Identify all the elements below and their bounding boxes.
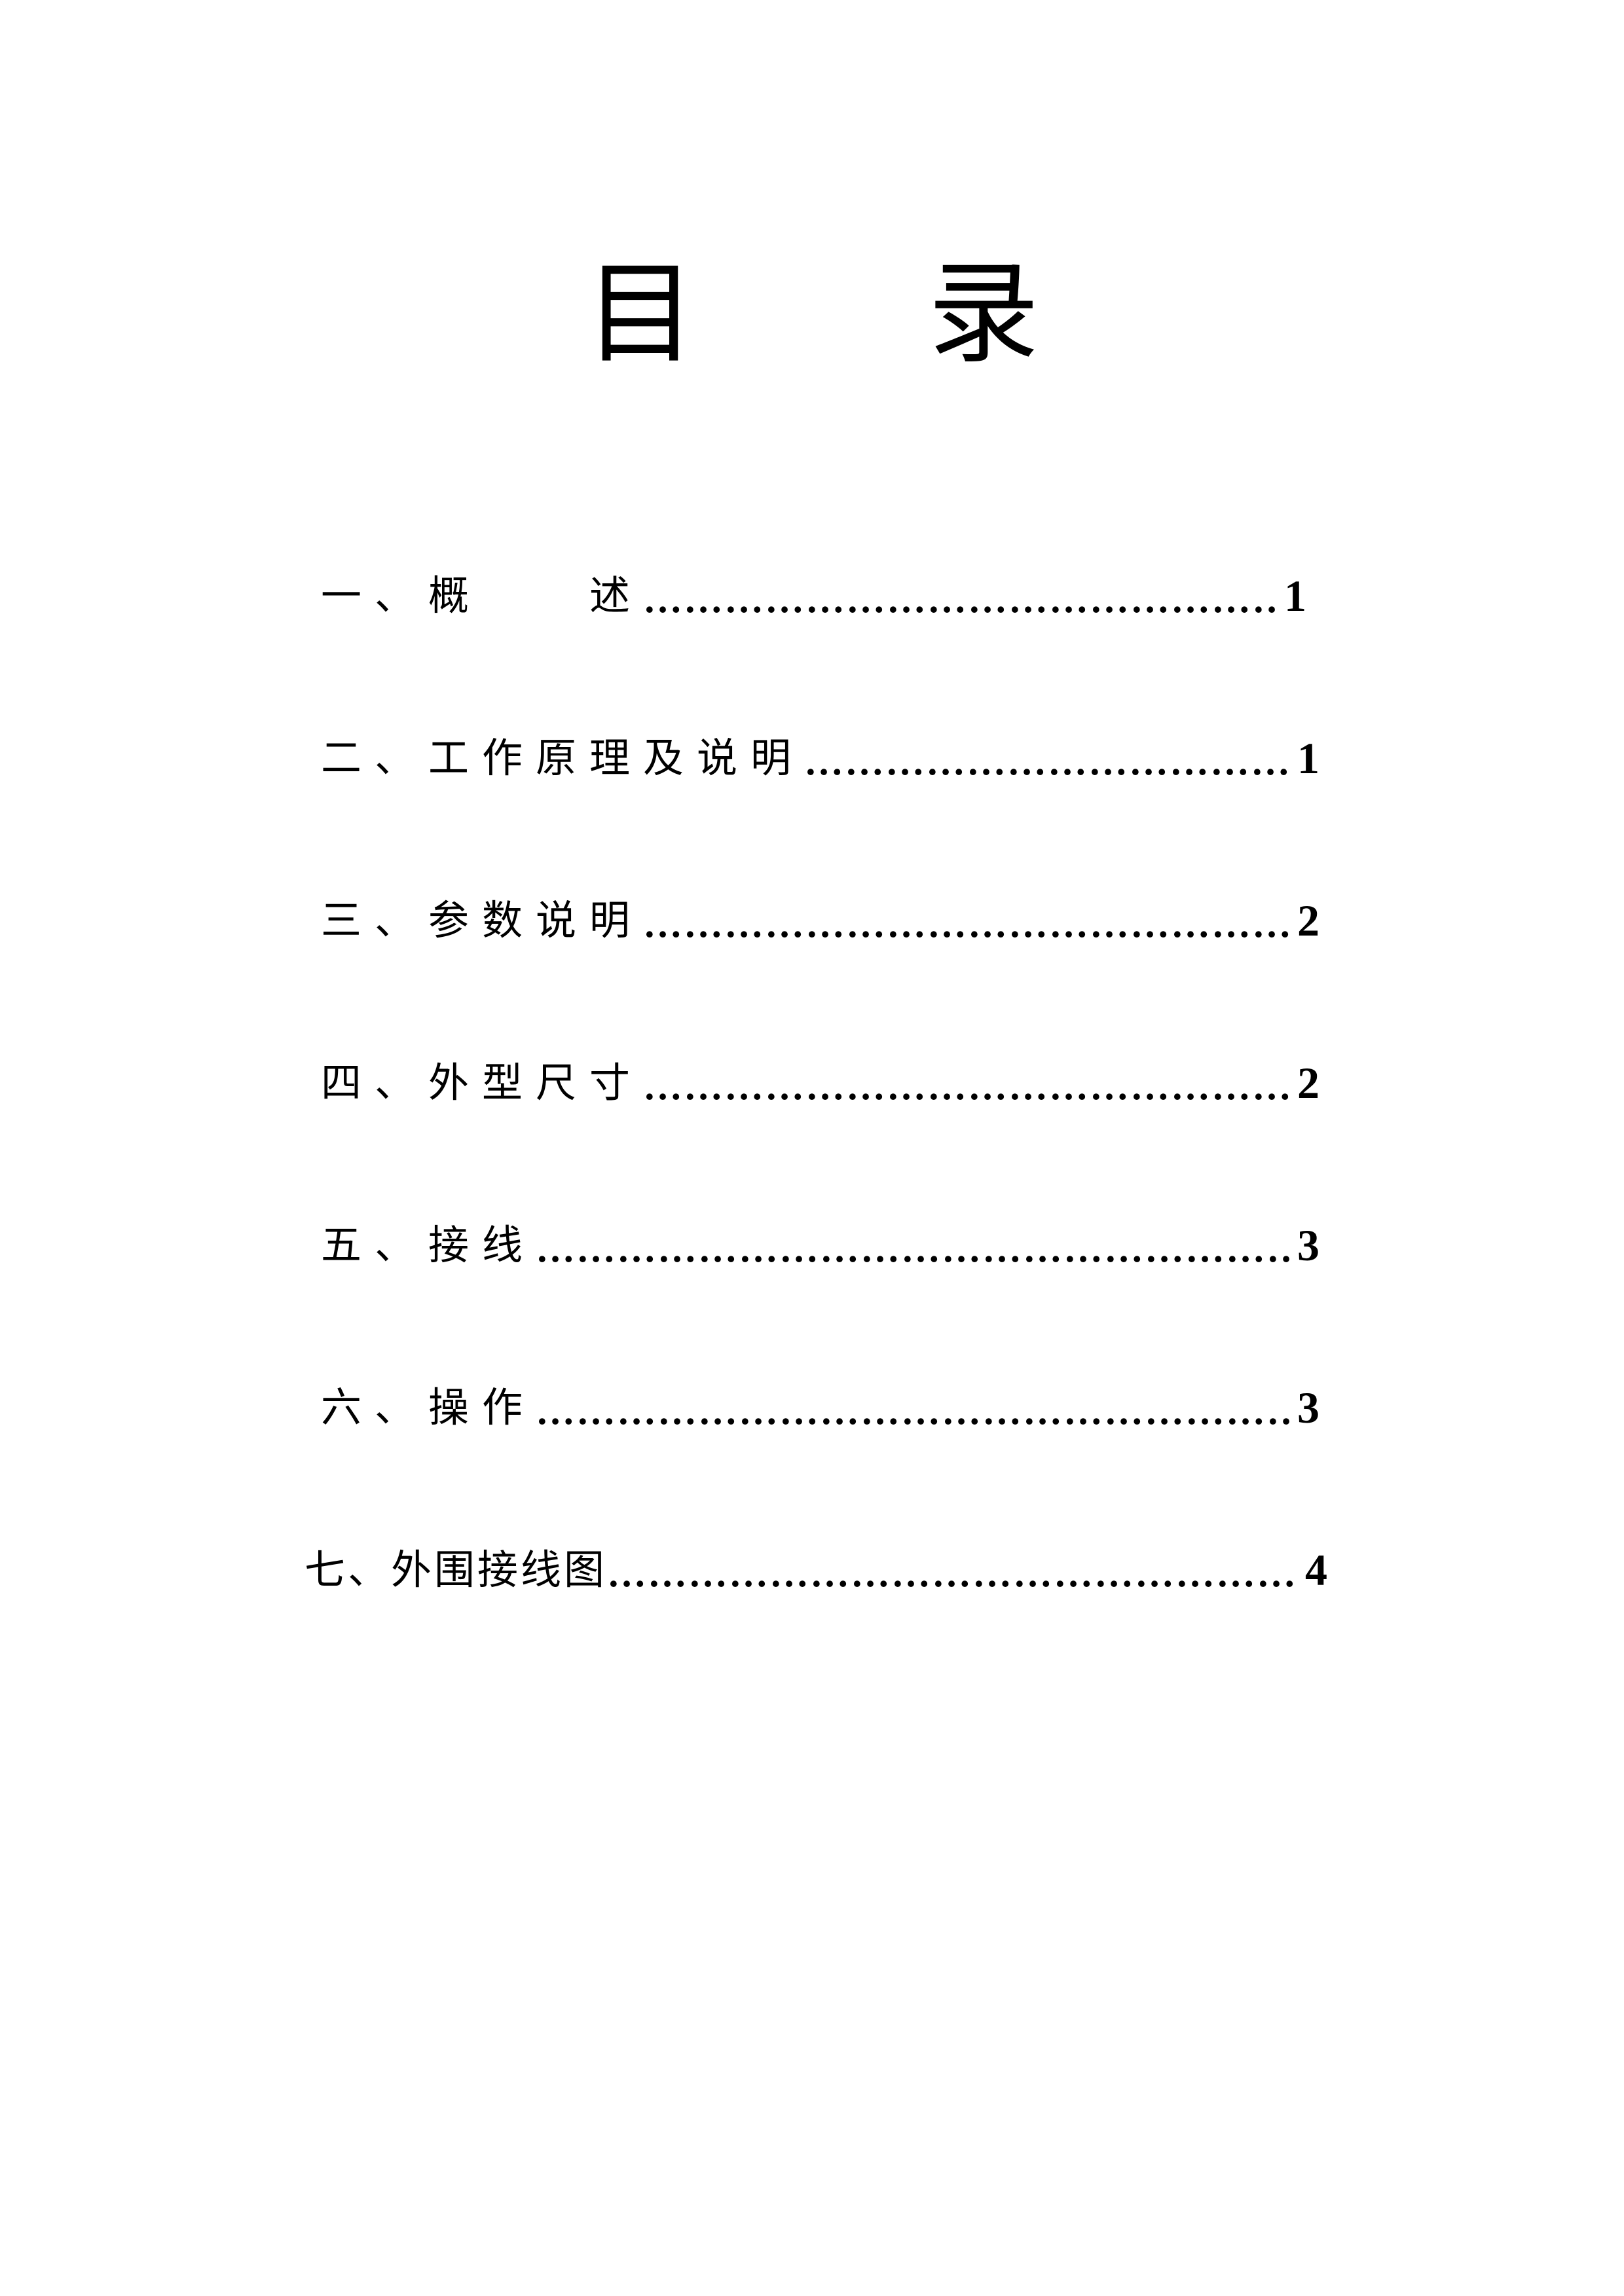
toc-entry-label: 四、外型尺寸 xyxy=(321,1059,644,1106)
toc-leader-dots: ………………………………………………………………………… xyxy=(536,1227,1292,1270)
toc-entry-label: 三、参数说明 xyxy=(321,896,644,944)
toc-entry-label: 五、接线 xyxy=(321,1221,536,1269)
toc-leader-dots: ………………………………………………………………………… xyxy=(536,1389,1292,1432)
toc-entry-4[interactable]: 四、外型尺寸 ………………………………………………………………………… 2 xyxy=(321,1050,1320,1116)
toc-page-number: 2 xyxy=(1297,1058,1320,1108)
toc-entry-label: 一、概 述 xyxy=(321,572,644,619)
toc-entry-label: 二、工作原理及说明 xyxy=(321,734,805,782)
toc-entry-2[interactable]: 二、工作原理及说明 ………………………………………………………………………… 1 xyxy=(321,725,1320,791)
toc-page-number: 1 xyxy=(1284,571,1306,621)
toc-entry-1[interactable]: 一、概 述 ………………………………………………………………………… 1 xyxy=(321,563,1306,629)
toc-entry-label: 六、操作 xyxy=(321,1383,536,1431)
toc-page-number: 3 xyxy=(1297,1220,1320,1270)
toc-leader-dots: ………………………………………………………………………… xyxy=(804,740,1292,783)
toc-page-number: 4 xyxy=(1305,1545,1327,1595)
toc-page-number: 1 xyxy=(1297,733,1320,783)
toc-page-number: 3 xyxy=(1297,1383,1320,1432)
toc-leader-dots: ………………………………………………………………………… xyxy=(607,1552,1300,1595)
toc-leader-dots: ………………………………………………………………………… xyxy=(643,1065,1292,1108)
toc-leader-dots: ………………………………………………………………………… xyxy=(643,577,1279,621)
toc-leader-dots: ………………………………………………………………………… xyxy=(643,902,1292,945)
toc-entry-5[interactable]: 五、接线 ………………………………………………………………………… 3 xyxy=(321,1212,1320,1278)
toc-entry-6[interactable]: 六、操作 ………………………………………………………………………… 3 xyxy=(321,1375,1320,1440)
toc-entry-7[interactable]: 七、外围接线图 ………………………………………………………………………… 4 xyxy=(304,1537,1327,1603)
toc-entry-3[interactable]: 三、参数说明 ………………………………………………………………………… 2 xyxy=(321,888,1320,953)
page-title: 目 录 xyxy=(584,249,1138,379)
toc-page-number: 2 xyxy=(1297,896,1320,945)
toc-entry-label: 七、外围接线图 xyxy=(304,1546,608,1594)
